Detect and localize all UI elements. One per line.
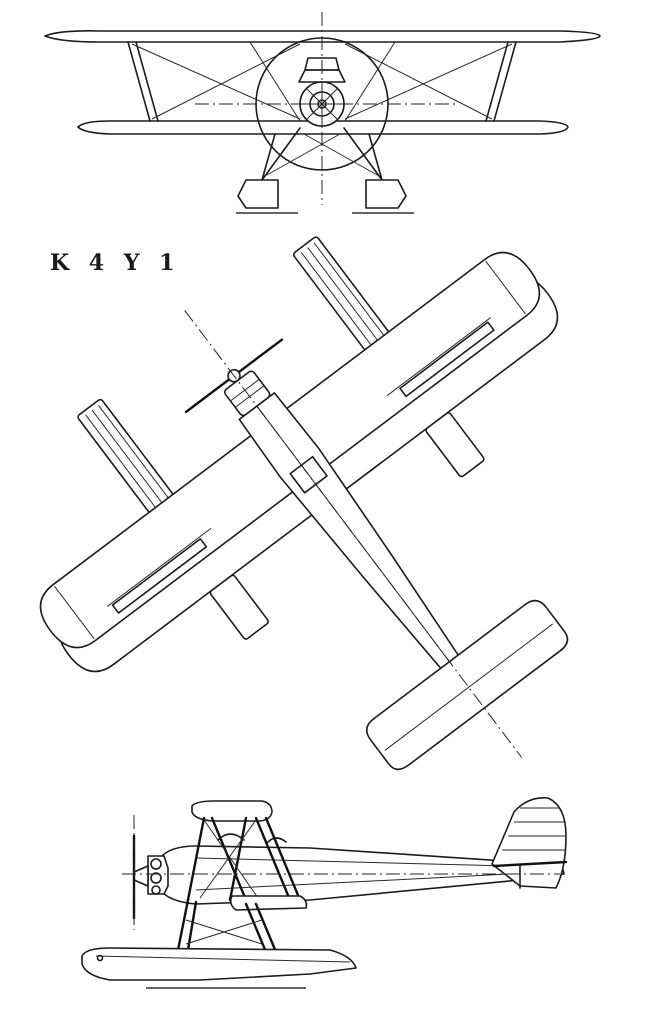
side-float <box>81 947 357 981</box>
front-left-float <box>237 179 279 209</box>
side-float-struts <box>176 898 278 954</box>
plan-floats <box>77 236 485 640</box>
front-right-struts <box>344 41 517 122</box>
side-fuselage <box>159 845 565 905</box>
plan-view <box>39 236 569 771</box>
side-lower-wing <box>229 895 308 911</box>
front-left-struts <box>127 41 301 122</box>
front-lower-wing <box>77 120 569 135</box>
side-view <box>81 796 568 989</box>
aircraft-designation-label: K 4 Y 1 <box>50 250 181 276</box>
front-view <box>44 12 601 214</box>
front-right-float <box>365 179 407 209</box>
front-float-struts <box>261 127 383 181</box>
side-engine <box>132 834 169 920</box>
side-upper-wing <box>191 800 273 822</box>
side-struts <box>186 816 302 902</box>
